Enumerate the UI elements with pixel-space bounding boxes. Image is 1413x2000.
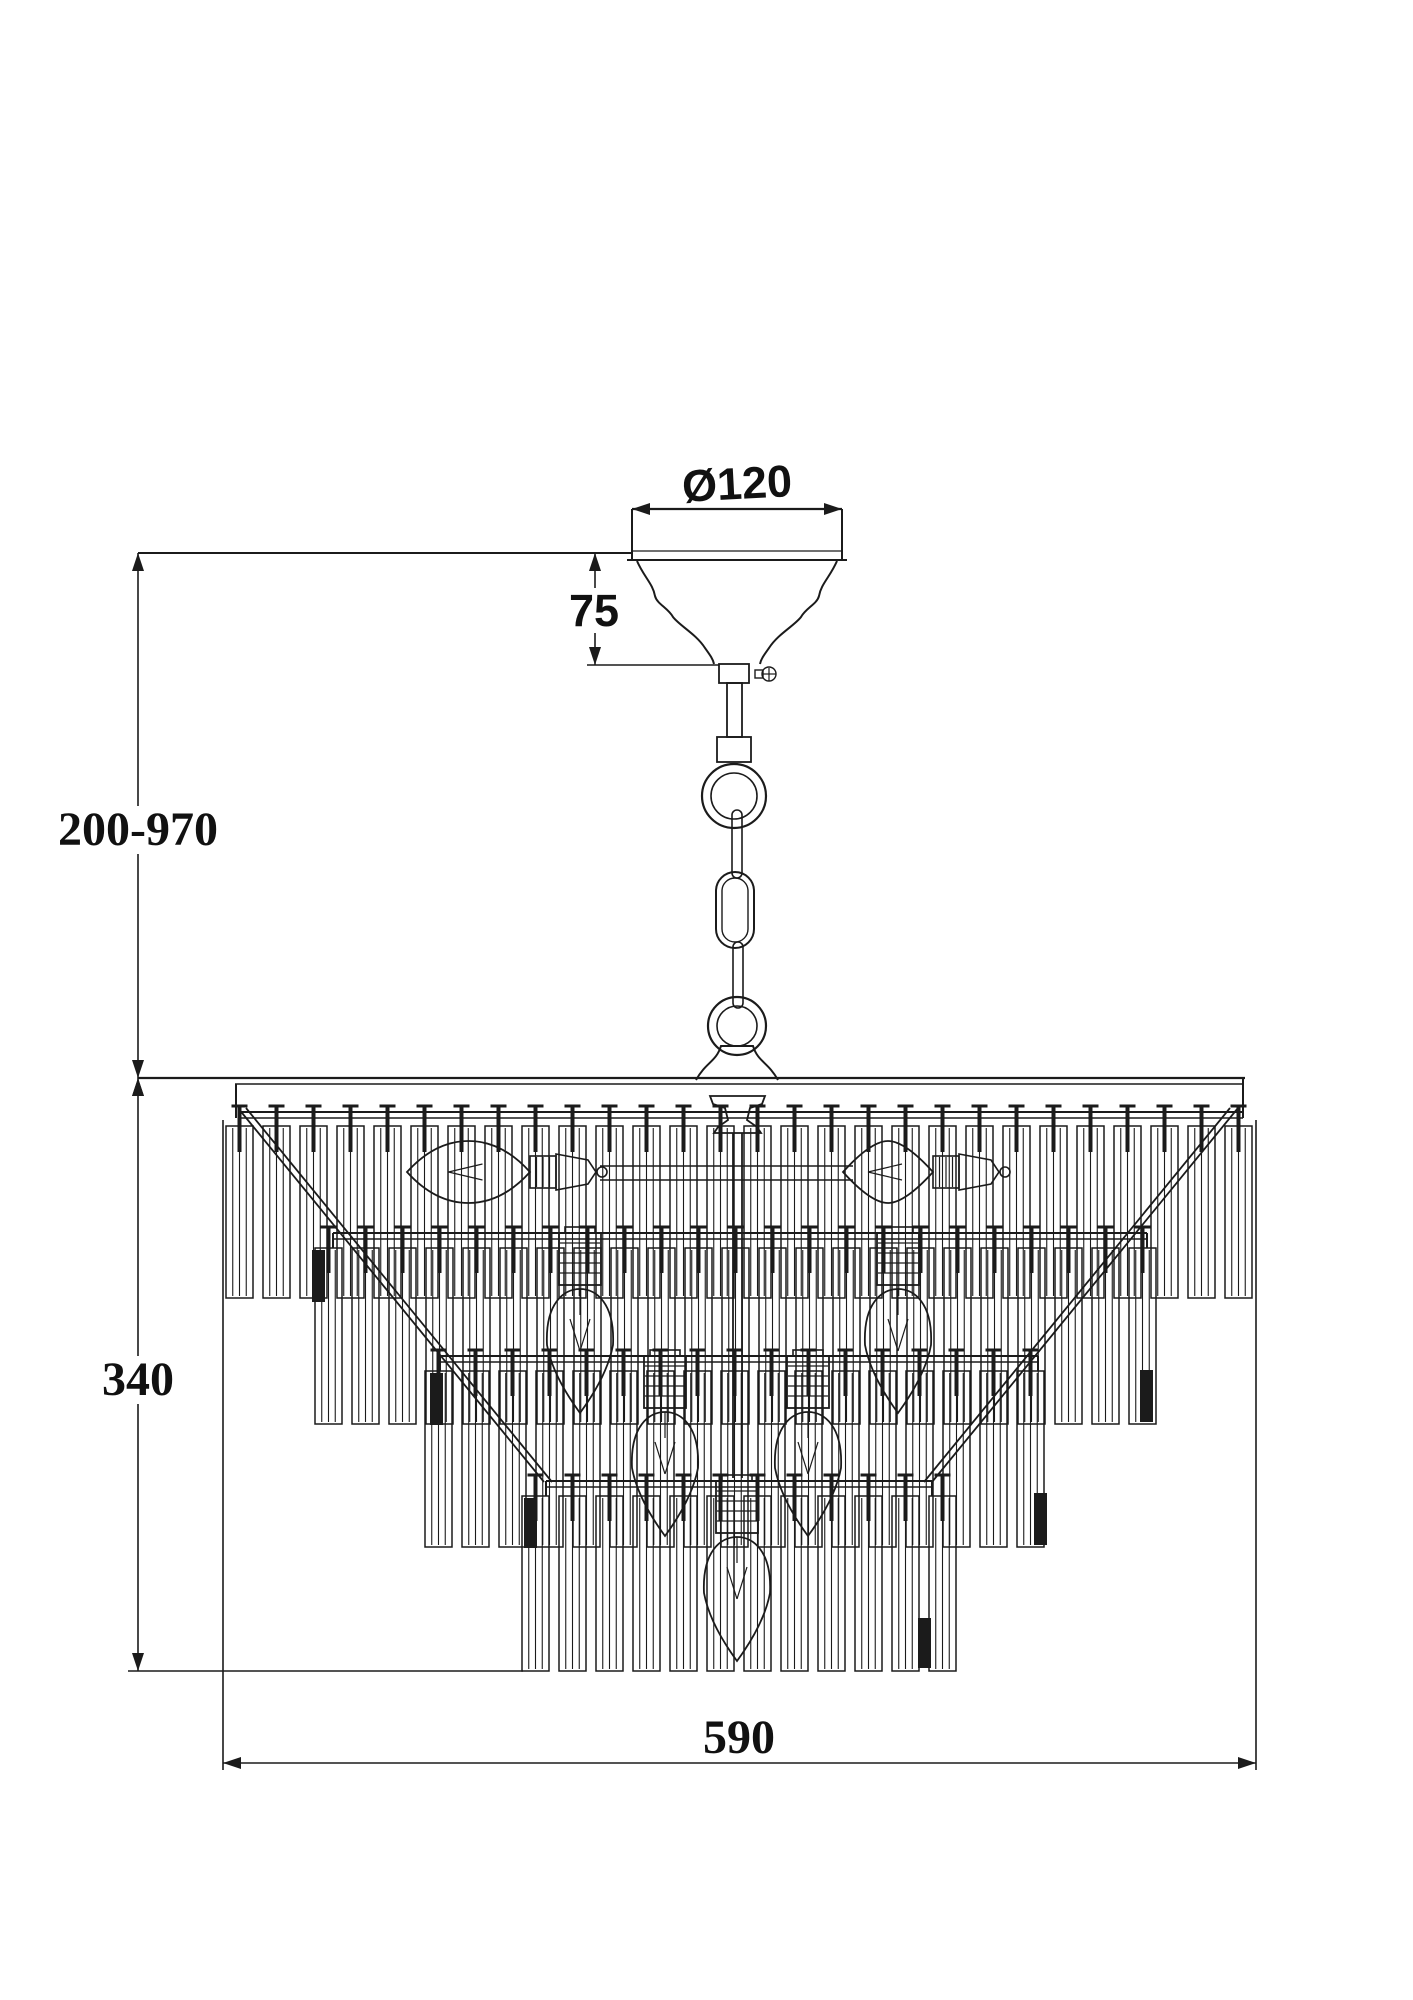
dimension-body-width	[222, 1120, 1257, 1770]
dim-canopy-height-label: 75	[562, 588, 626, 633]
dim-canopy-diameter-label: Ø120	[680, 455, 794, 512]
dimension-canopy-diameter	[632, 503, 842, 515]
tier-1-rods	[225, 1104, 1253, 1299]
dim-suspension-height-label: 200-970	[52, 806, 224, 854]
dim-body-height-label: 340	[96, 1356, 180, 1404]
ceiling-canopy	[627, 507, 847, 763]
tier-4-rods	[521, 1473, 957, 1672]
tier-3-rods	[424, 1348, 1045, 1548]
vertical-bulbs	[546, 1226, 932, 1663]
dark-accent-rods	[312, 1250, 1153, 1668]
horizontal-bulbs	[405, 1140, 1011, 1204]
tier-2-rods	[314, 1225, 1157, 1425]
suspension-chain	[695, 762, 779, 1081]
dim-body-width-label: 590	[703, 1711, 775, 1764]
